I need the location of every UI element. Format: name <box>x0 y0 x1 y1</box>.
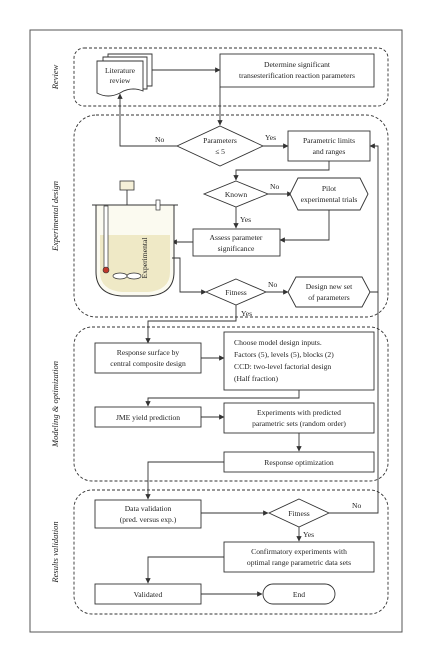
svg-text:(pred. versus exp.): (pred. versus exp.) <box>120 515 177 524</box>
stage-review-container <box>73 47 389 107</box>
reactor-illustration: Experimental <box>92 180 178 297</box>
svg-text:central composite design: central composite design <box>110 359 186 368</box>
svg-text:Design new set: Design new set <box>306 282 353 291</box>
svg-text:Data validation: Data validation <box>125 504 172 513</box>
label-parameters-no: No <box>155 135 164 144</box>
jme-prediction-node: JME yield prediction <box>94 406 202 428</box>
svg-text:Choose model design inputs.: Choose model design inputs. <box>234 338 322 347</box>
svg-text:Parametric limits: Parametric limits <box>303 136 355 145</box>
reactor-label: Experimental <box>140 238 149 279</box>
svg-text:End: End <box>293 590 305 599</box>
model-inputs-node: Choose model design inputs. Factors (5),… <box>223 331 375 391</box>
stage-label-experimental-design: Experimental design <box>50 181 60 252</box>
label-known-no: No <box>270 182 279 191</box>
svg-text:Response surface by: Response surface by <box>117 348 180 357</box>
svg-text:≤ 5: ≤ 5 <box>215 147 225 156</box>
edge-optimization-to-validation <box>145 461 224 500</box>
edge-reactor-to-fitness <box>172 257 207 295</box>
label-fitness2-yes: Yes <box>303 530 314 539</box>
svg-text:Parameters: Parameters <box>203 136 237 145</box>
label-parameters-yes: Yes <box>265 133 276 142</box>
svg-text:and ranges: and ranges <box>313 147 346 156</box>
end-terminal: End <box>262 583 336 605</box>
svg-text:Pilot: Pilot <box>322 184 337 193</box>
edge-fitness2-no <box>329 292 379 514</box>
svg-text:Experiments with predicted: Experiments with predicted <box>257 408 341 417</box>
edge-new-set-to-limits <box>369 143 379 293</box>
stage-modeling-container <box>73 326 389 482</box>
svg-text:of parameters: of parameters <box>308 293 350 302</box>
svg-text:experimental trials: experimental trials <box>301 195 358 204</box>
stage-validation-container <box>73 489 389 615</box>
svg-text:Literature: Literature <box>105 66 136 75</box>
response-surface-node: Response surface by central composite de… <box>94 342 202 374</box>
svg-text:transesterification reaction p: transesterification reaction parameters <box>239 71 355 80</box>
determine-parameters-node: Determine significant transesterificatio… <box>219 53 375 88</box>
edge-pilot-to-assess <box>279 210 330 243</box>
response-optimization-node: Response optimization <box>223 451 375 473</box>
label-fitness1-yes: Yes <box>241 309 252 318</box>
edge-fitness1-yes <box>145 305 237 344</box>
parameters-decision: Parameters ≤ 5 <box>175 125 265 167</box>
edge-inputs-to-jme <box>145 390 300 407</box>
assess-significance-node: Assess parameter significance <box>192 228 281 257</box>
svg-text:Assess parameter: Assess parameter <box>210 233 263 242</box>
validated-node: Validated <box>94 583 202 605</box>
svg-text:significance: significance <box>218 244 255 253</box>
pilot-trials-node: Pilot experimental trials <box>289 177 369 211</box>
data-validation-node: Data validation (pred. versus exp.) <box>94 499 202 529</box>
edge-confirmatory-to-validated <box>145 556 224 584</box>
stage-label-modeling: Modeling & optimization <box>50 361 60 448</box>
svg-text:Fitness: Fitness <box>288 509 310 518</box>
edge-parameters-no <box>117 93 177 147</box>
svg-text:Known: Known <box>225 190 248 199</box>
predicted-experiments-node: Experiments with predicted parametric se… <box>223 402 375 434</box>
svg-text:Response optimization: Response optimization <box>264 458 334 467</box>
svg-text:Fitness: Fitness <box>225 288 247 297</box>
stage-label-review: Review <box>50 64 60 90</box>
stage-experimental-container <box>73 114 389 318</box>
literature-review-node: Literature review <box>96 53 153 97</box>
label-fitness2-no: No <box>352 501 361 510</box>
edge-limits-to-known <box>233 161 330 181</box>
parametric-limits-node: Parametric limits and ranges <box>287 130 371 162</box>
svg-text:CCD: two-level factorial desig: CCD: two-level factorial design <box>234 362 331 371</box>
svg-text:optimal range parametric data: optimal range parametric data sets <box>247 558 351 567</box>
svg-text:parametric sets (random order): parametric sets (random order) <box>252 419 346 428</box>
svg-text:Validated: Validated <box>134 590 163 599</box>
svg-text:Confirmatory experiments with: Confirmatory experiments with <box>251 547 347 556</box>
confirmatory-experiments-node: Confirmatory experiments with optimal ra… <box>223 541 375 573</box>
svg-text:JME yield prediction: JME yield prediction <box>116 413 180 422</box>
design-new-set-node: Design new set of parameters <box>287 276 371 308</box>
svg-text:(Half fraction): (Half fraction) <box>234 374 279 383</box>
svg-text:Determine significant: Determine significant <box>264 60 331 69</box>
svg-text:Factors (5), levels (5), block: Factors (5), levels (5), blocks (2) <box>234 350 334 359</box>
label-known-yes: Yes <box>240 215 251 224</box>
label-fitness1-no: No <box>268 280 277 289</box>
svg-text:review: review <box>110 76 131 85</box>
stage-label-validation: Results validation <box>50 521 60 583</box>
